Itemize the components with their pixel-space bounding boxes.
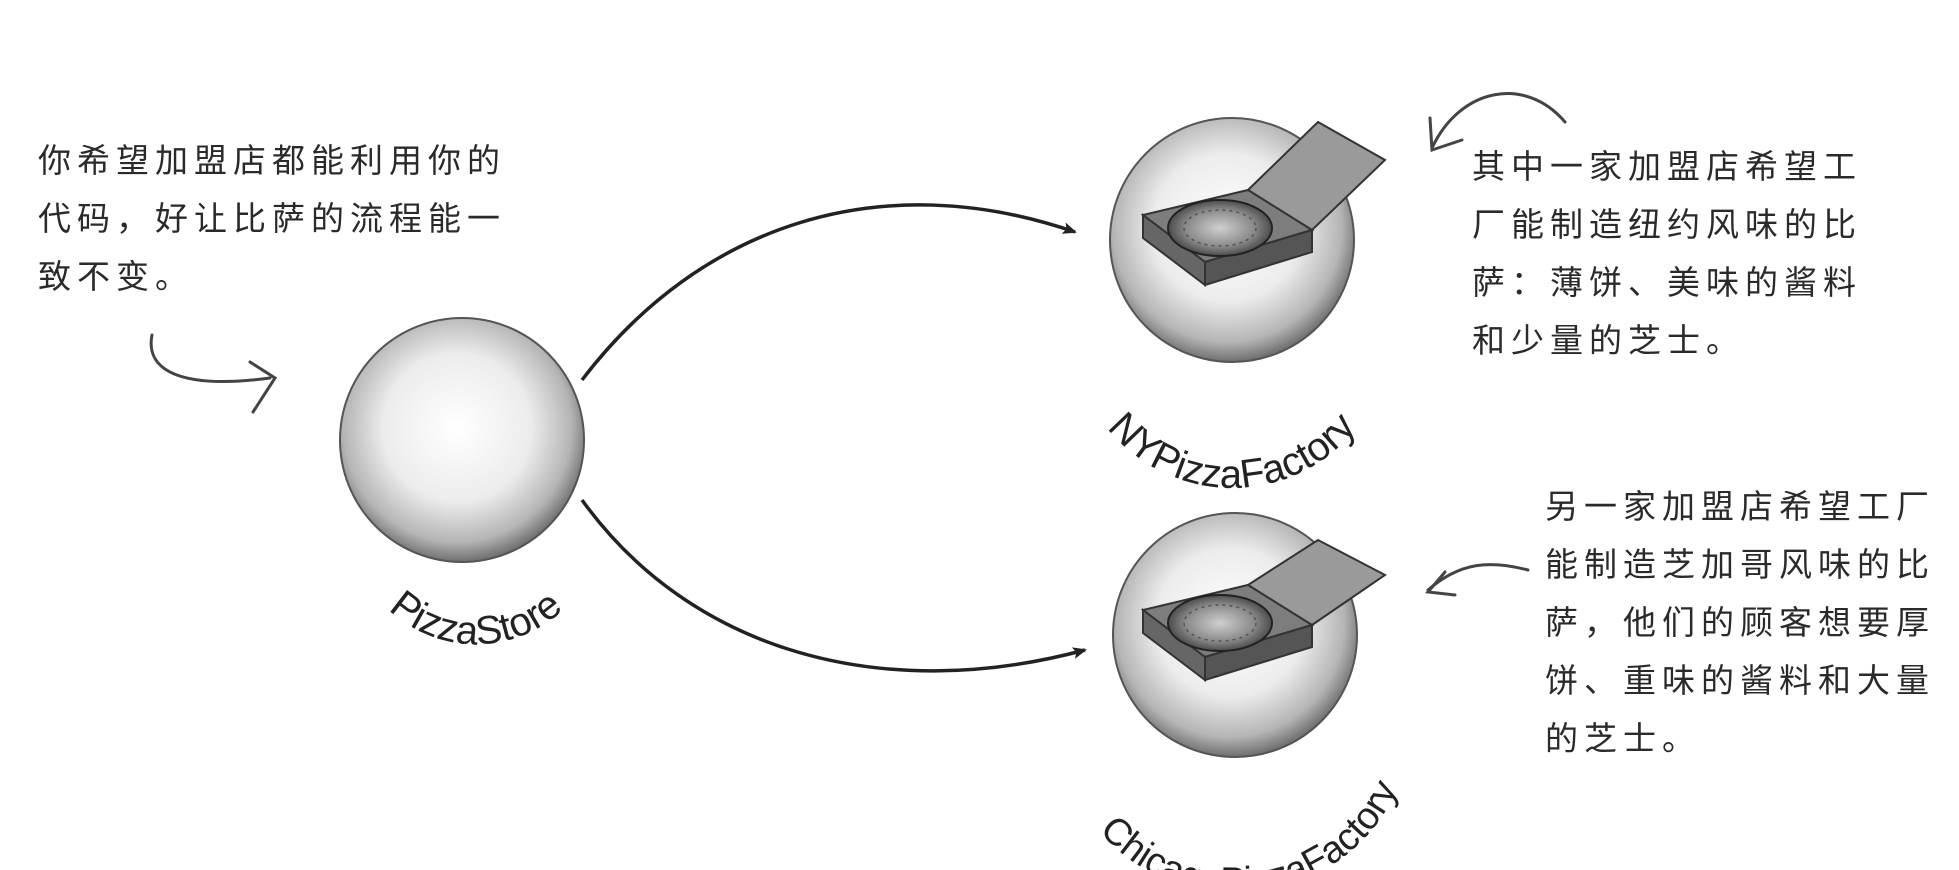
note-consistency: 你希望加盟店都能利用你的 代码，好让比萨的流程能一 致不变。 — [38, 141, 506, 296]
pointer-arrow-left — [149, 333, 278, 414]
chicago-label: ChicagoPizzaFactory — [1092, 774, 1406, 870]
note-chicago-style: 另一家加盟店希望工厂 能制造芝加哥风味的比 萨，他们的顾客想要厚 饼、重味的酱料… — [1545, 487, 1935, 758]
pizza-box-icon — [1140, 538, 1387, 683]
connector-store-to-ny — [580, 203, 1077, 382]
node-nypizzafactory: NYPizzaFactory — [1100, 117, 1387, 497]
node-pizzastore: PizzaStore — [339, 317, 585, 654]
pizzastore-label: PizzaStore — [382, 582, 570, 654]
ny-label: NYPizzaFactory — [1100, 404, 1364, 497]
pointer-arrow-chicago — [1425, 563, 1530, 597]
node-chicagopizzafactory: ChicagoPizzaFactory — [1092, 512, 1406, 870]
pizza-box-icon — [1140, 120, 1387, 288]
note-ny-style: 其中一家加盟店希望工 厂能制造纽约风味的比 萨：薄饼、美味的酱料 和少量的芝士。 — [1472, 147, 1862, 360]
pointer-arrow-ny — [1428, 92, 1567, 153]
connector-store-to-chicago — [580, 498, 1087, 673]
pizzastore-sphere — [339, 317, 585, 563]
